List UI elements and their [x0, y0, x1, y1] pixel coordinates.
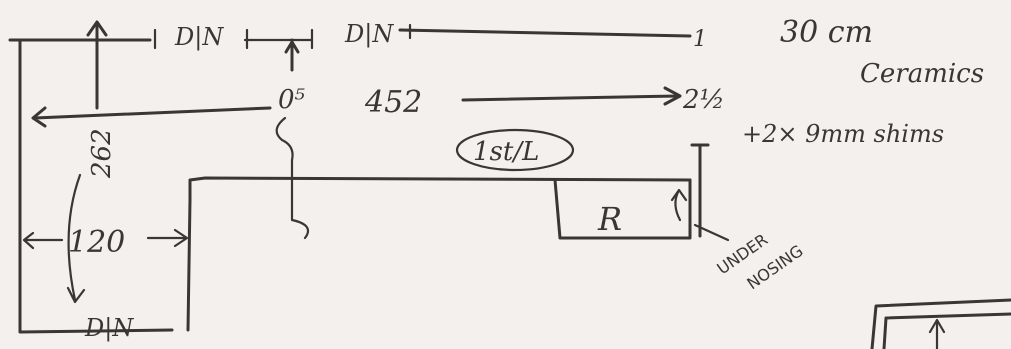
outline-room-r-block [553, 178, 692, 240]
under-nosing-pointer [670, 188, 730, 242]
outline-right-post [690, 143, 710, 238]
label-depth-vertical: 262 [87, 128, 117, 179]
label-half: 2½ [682, 85, 725, 115]
label-tile-spec: 30 cm [780, 15, 873, 50]
arrow-vertical-262 [86, 20, 108, 110]
arrow-curve-bottom [66, 173, 86, 304]
arrow-vertical-centre [284, 38, 300, 72]
label-tile-material: Ceramics [860, 59, 984, 89]
offset-squiggle [275, 116, 310, 240]
label-dn-bottom: D|N [84, 314, 134, 343]
dim-line-top [398, 28, 692, 38]
dim-line-452-right [461, 86, 682, 106]
label-room-letter: R [597, 200, 622, 238]
label-shims-spec: +2× 9mm shims [742, 120, 944, 148]
outline-top-left-corner [8, 38, 174, 334]
label-width-main: 452 [364, 85, 422, 120]
dim-line-120 [22, 228, 189, 250]
bottom-right-arrow-up-icon [928, 318, 946, 349]
label-circled-floor: 1st/L [473, 137, 539, 167]
label-dn-top-left: D|N [174, 23, 224, 52]
dim-line-452-left [31, 106, 272, 128]
bottom-right-frame [870, 298, 1011, 349]
label-dn-top-mid: D|N [344, 20, 394, 49]
label-depth-left: 120 [68, 225, 125, 260]
label-step-number: 1 [693, 27, 707, 52]
outline-inner-bay [186, 176, 692, 332]
label-offset-mark: 0⁵ [278, 85, 306, 115]
circled-floor-ring [455, 128, 575, 172]
